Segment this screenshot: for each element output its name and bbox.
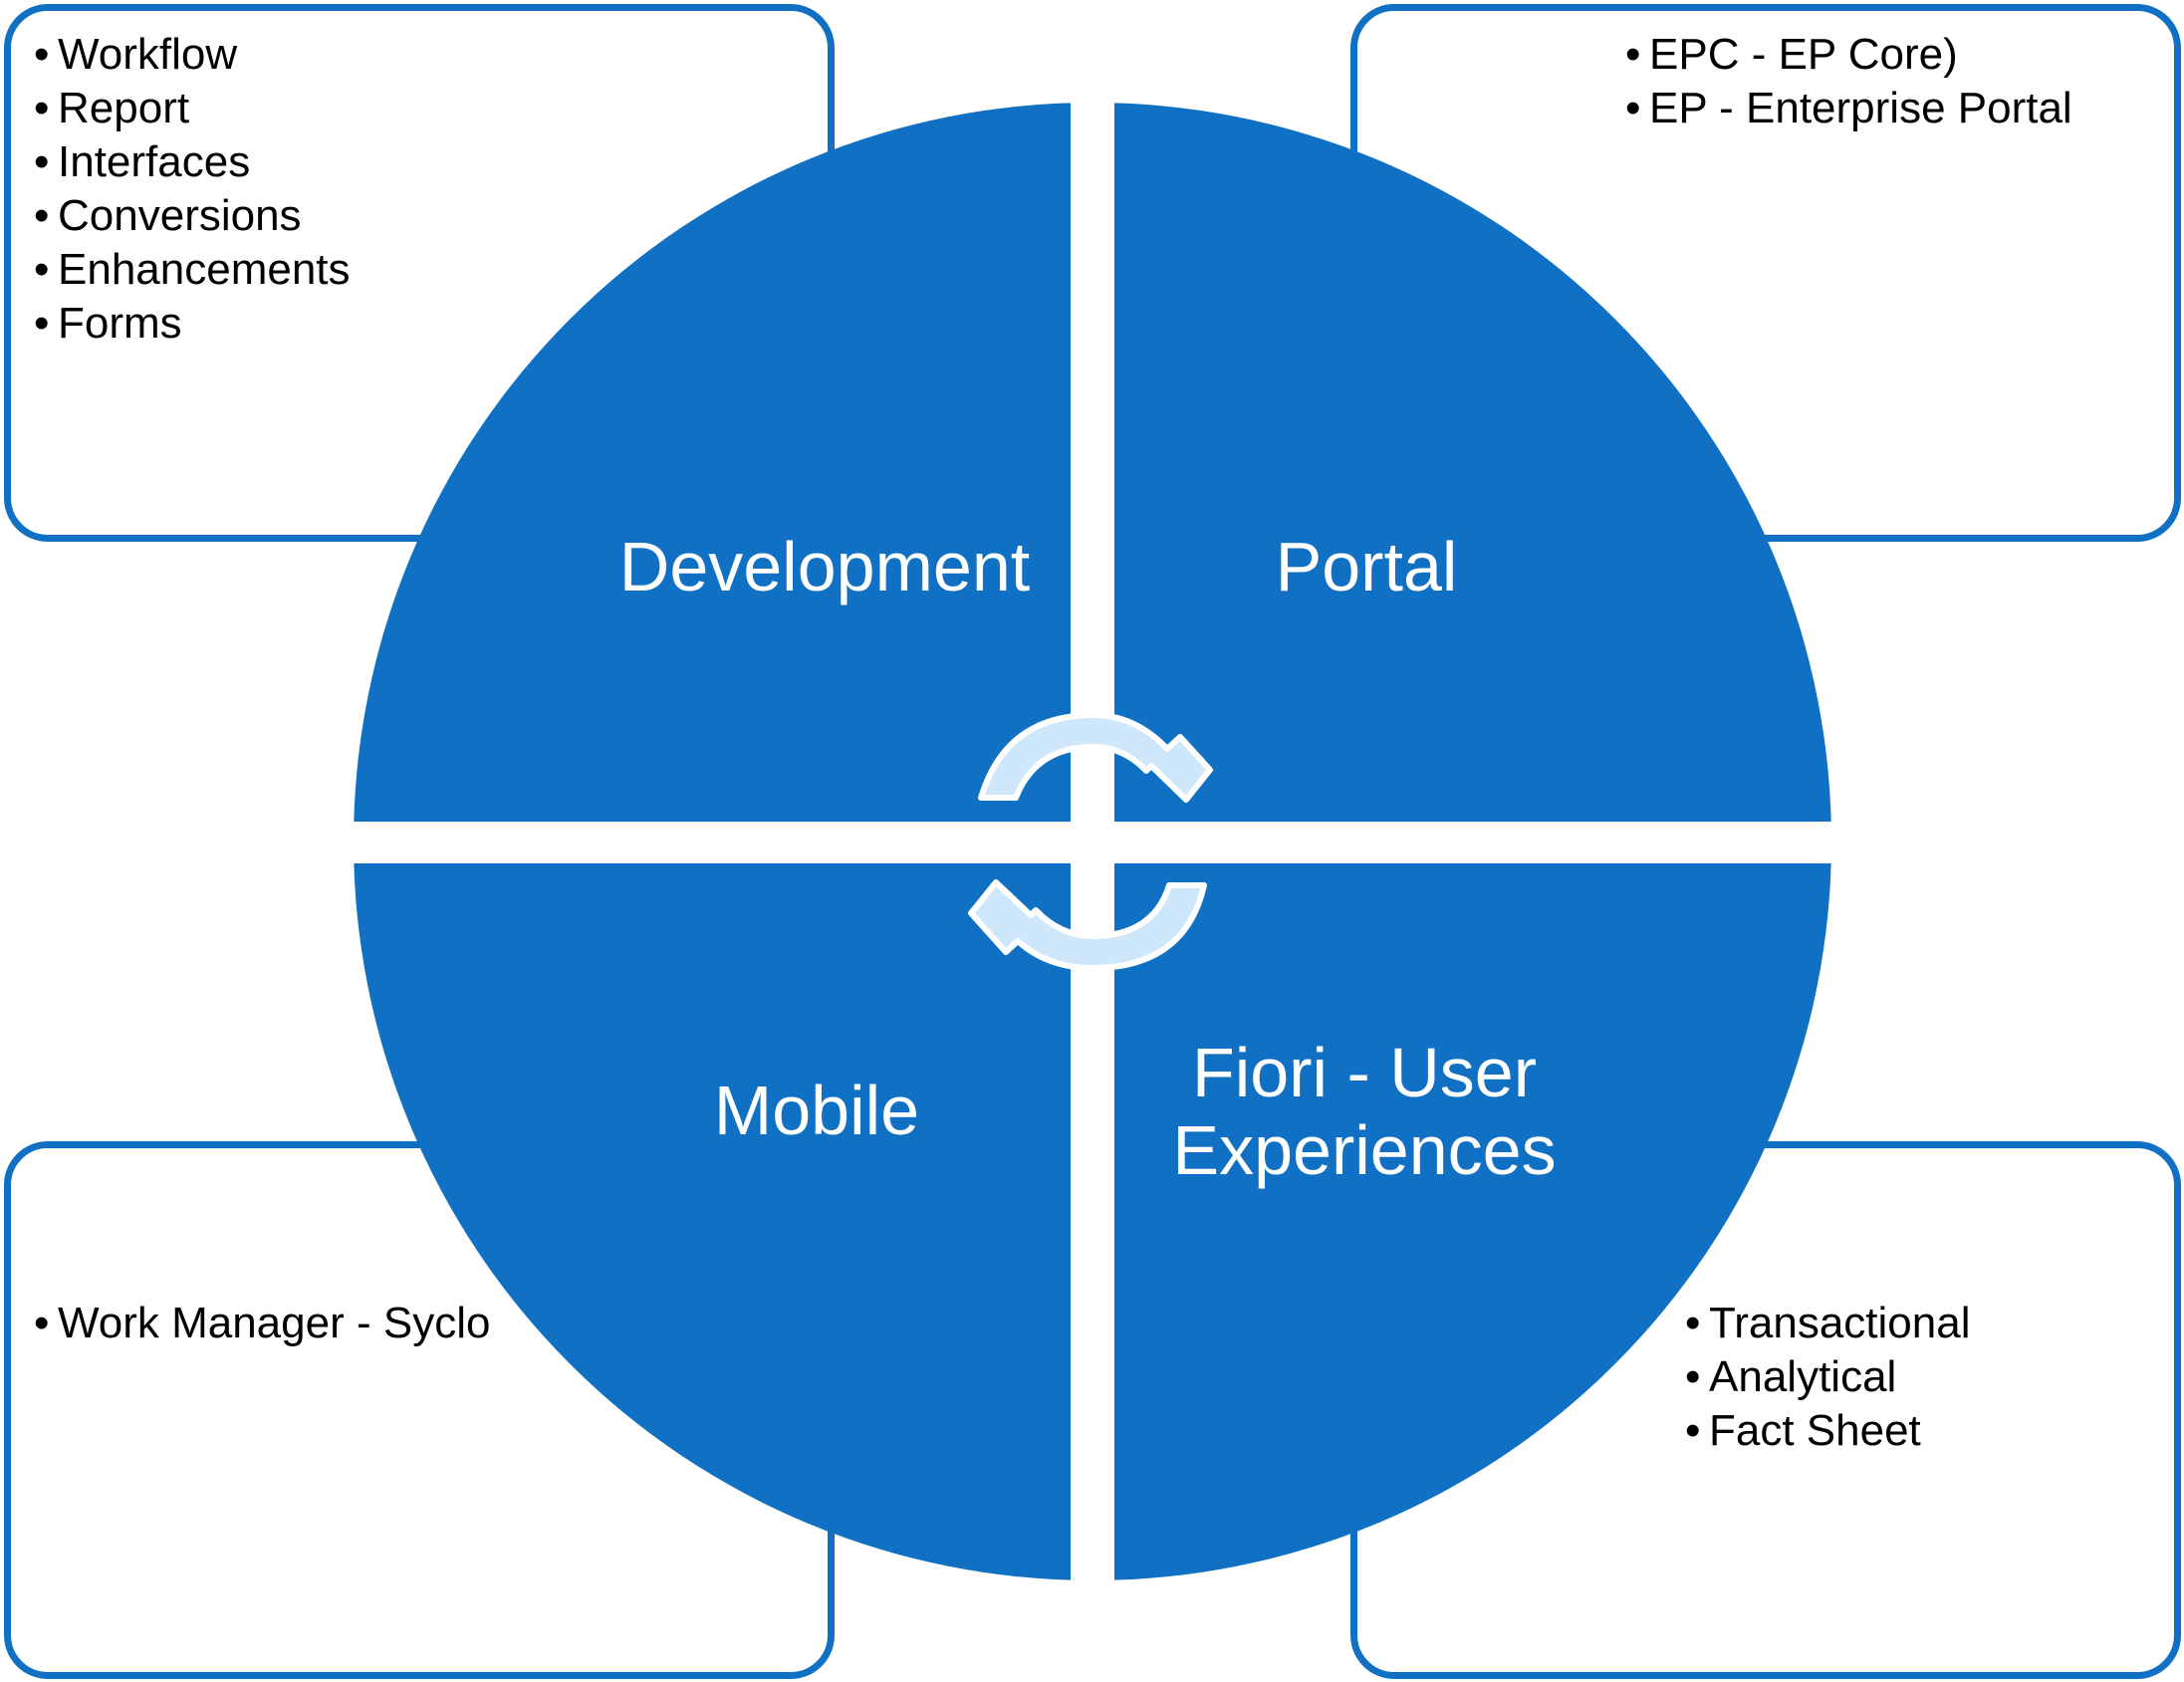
list-item: Interfaces <box>34 135 351 189</box>
list-item: Work Manager - Syclo <box>34 1297 490 1350</box>
development-list: Workflow Report Interfaces Conversions E… <box>34 28 351 351</box>
list-item: EPC - EP Core) <box>1625 28 2072 82</box>
list-item: Fact Sheet <box>1685 1404 1971 1458</box>
mobile-list: Work Manager - Syclo <box>34 1297 490 1350</box>
list-item: Analytical <box>1685 1350 1971 1404</box>
fiori-title: Fiori - User Experiences <box>1115 1034 1613 1189</box>
list-item: EP - Enterprise Portal <box>1625 82 2072 135</box>
refresh-arrow-bottom-icon <box>968 879 1207 971</box>
horizontal-divider <box>339 822 1847 863</box>
portal-list: EPC - EP Core) EP - Enterprise Portal <box>1625 28 2072 135</box>
refresh-arrow-top-icon <box>978 712 1213 803</box>
fiori-title-line-1: Fiori - User <box>1191 1034 1538 1111</box>
list-item: Enhancements <box>34 243 351 297</box>
list-item: Forms <box>34 297 351 351</box>
list-item: Conversions <box>34 189 351 243</box>
list-item: Transactional <box>1685 1297 1971 1350</box>
fiori-title-line-2: Experiences <box>1172 1111 1557 1189</box>
fiori-list: Transactional Analytical Fact Sheet <box>1685 1297 1971 1458</box>
portal-title: Portal <box>1275 528 1458 605</box>
list-item: Report <box>34 82 351 135</box>
list-item: Workflow <box>34 28 351 82</box>
mobile-title: Mobile <box>713 1072 920 1149</box>
development-title: Development <box>618 528 1031 605</box>
